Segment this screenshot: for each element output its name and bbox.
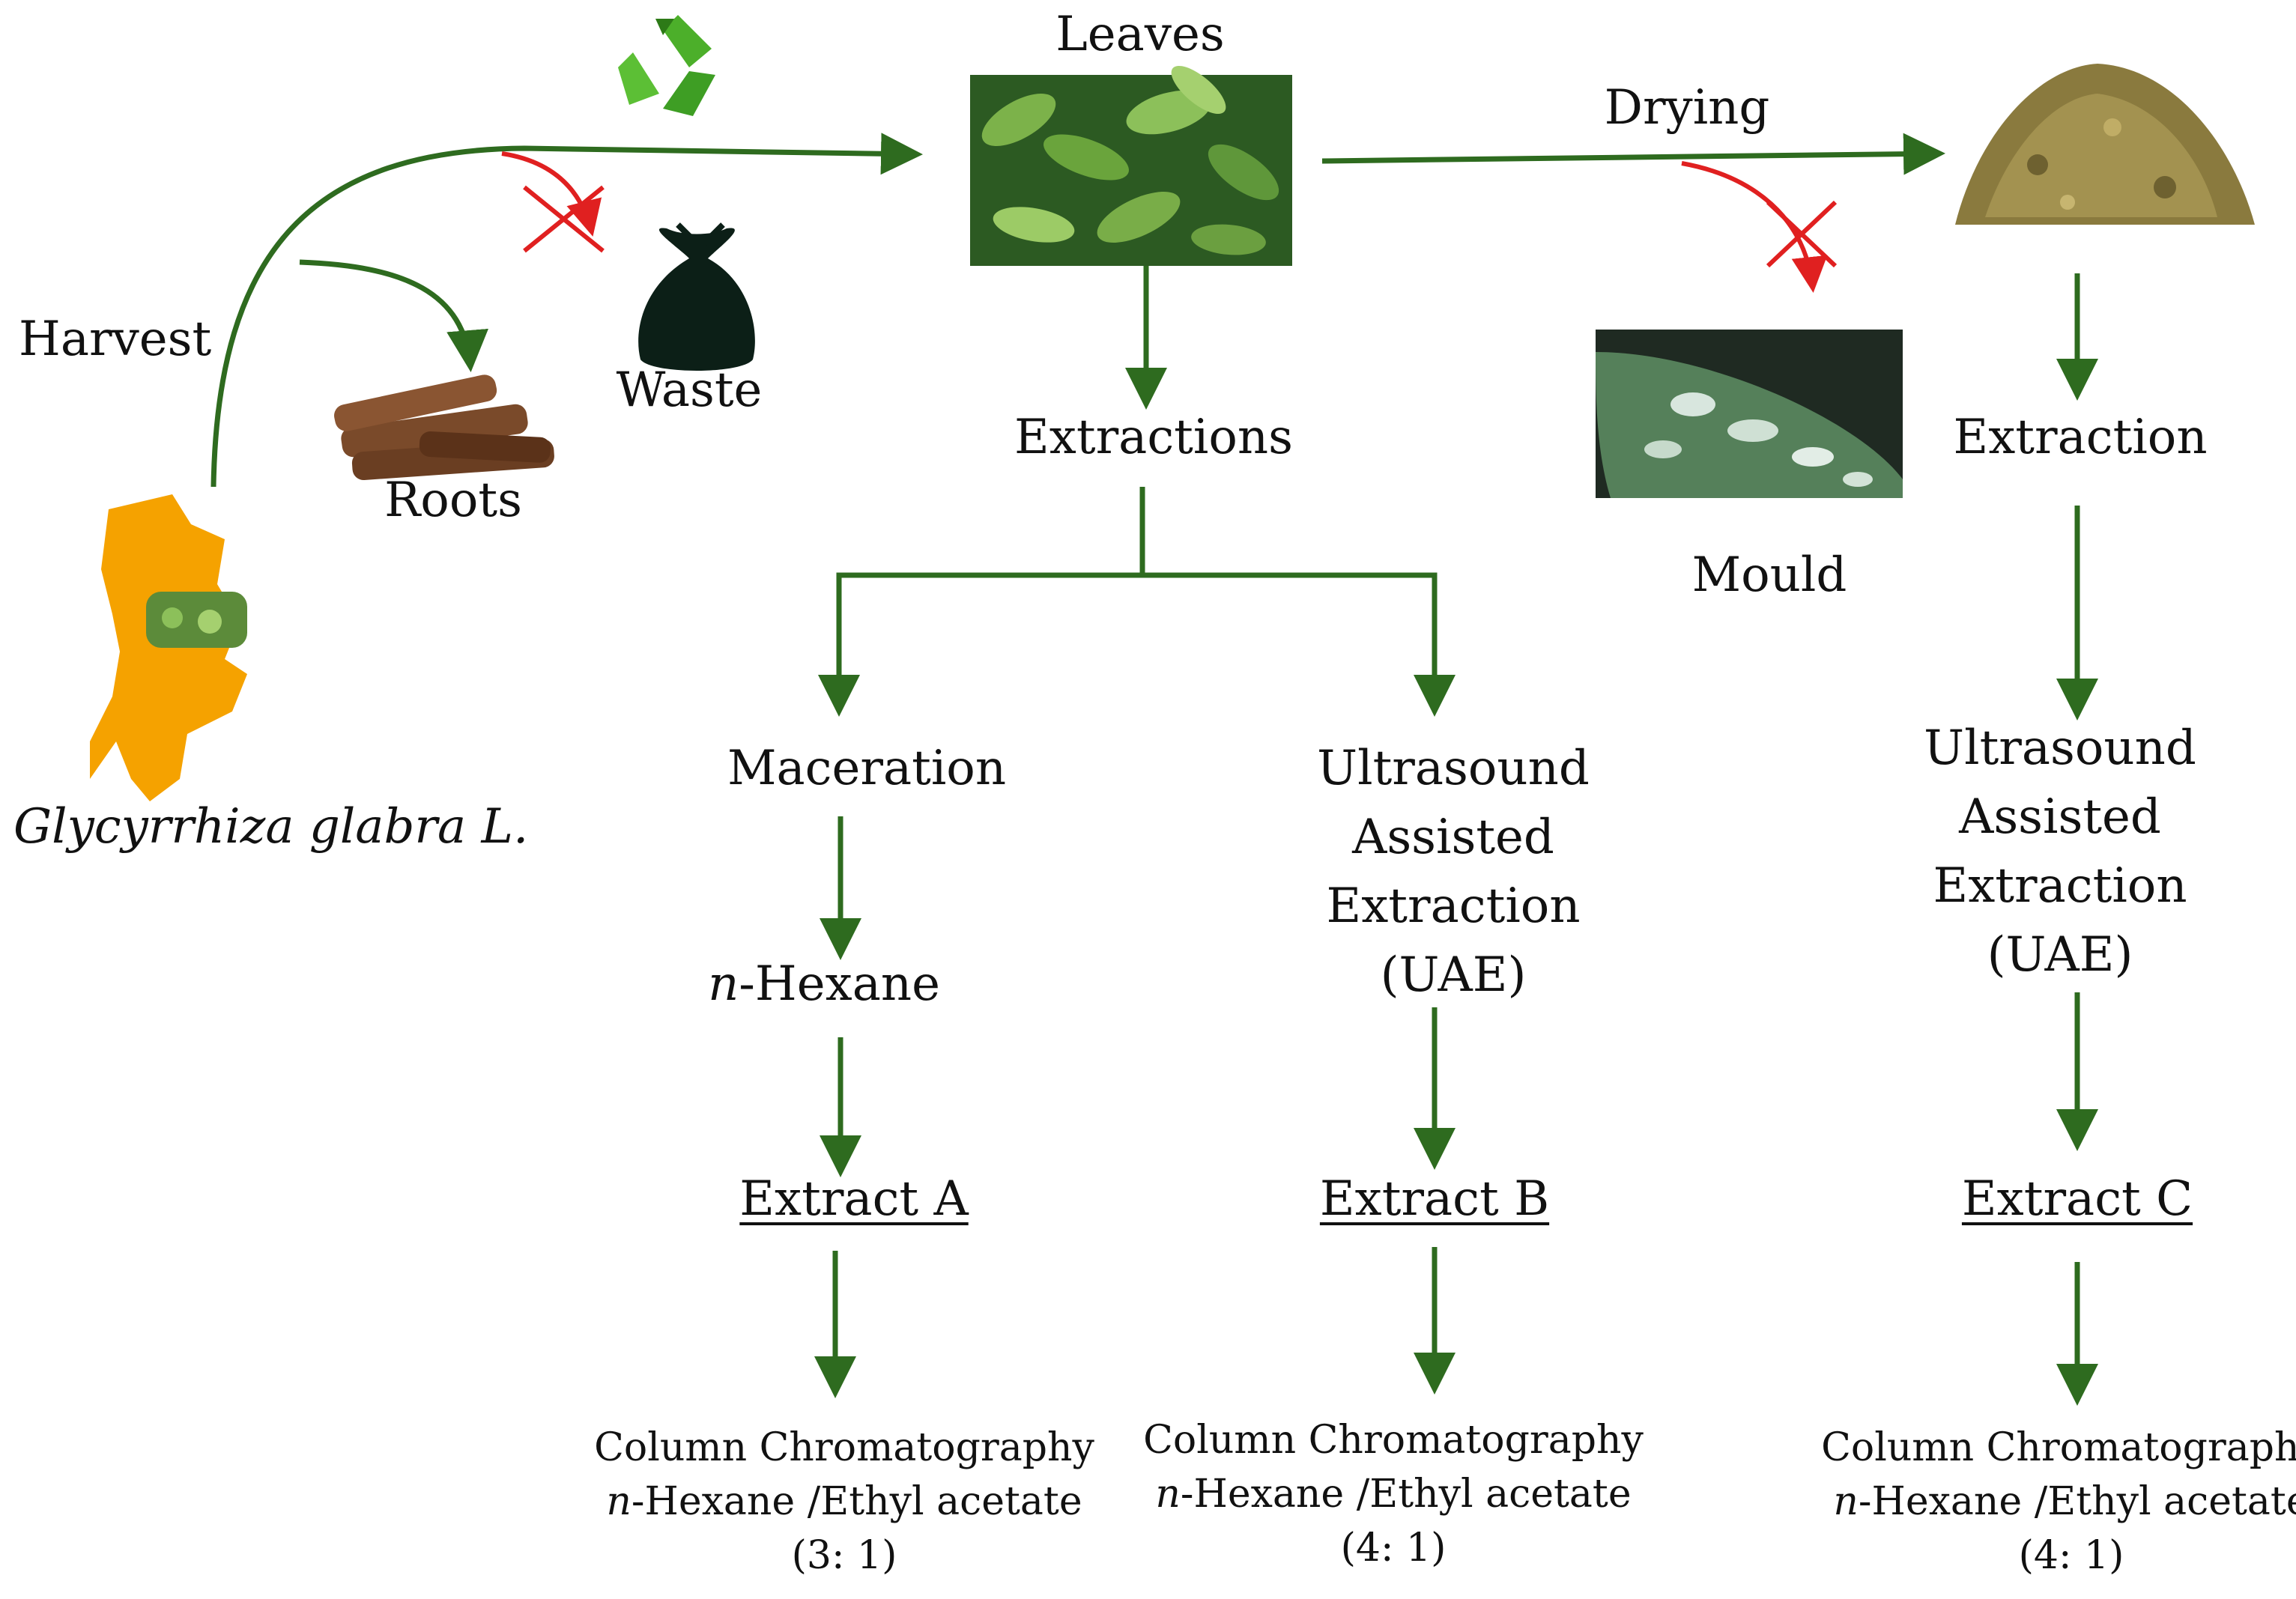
chromatography-a: Column Chromatography n-Hexane /Ethyl ac… bbox=[594, 1421, 1094, 1583]
hexane-label: n-Hexane bbox=[708, 950, 940, 1019]
chromatography-b: Column Chromatography n-Hexane /Ethyl ac… bbox=[1143, 1413, 1644, 1575]
extractions-branch-right bbox=[1142, 572, 1456, 717]
waste-cross-b bbox=[523, 185, 605, 253]
uae-middle-line-1: Ultrasound bbox=[1317, 741, 1590, 796]
dried-leaves-image bbox=[1955, 64, 2255, 225]
leaves-to-dried-arrow bbox=[1321, 133, 1945, 175]
chrom-b-solvent: n-Hexane /Ethyl acetate bbox=[1155, 1472, 1632, 1517]
species-name: Glycyrrhiza glabra bbox=[13, 799, 467, 855]
hexane-text: -Hexane bbox=[739, 956, 940, 1012]
leaves-label: Leaves bbox=[1055, 7, 1225, 62]
extraction-label: Extraction bbox=[1953, 410, 2208, 465]
species-label: Glycyrrhiza glabra L. bbox=[13, 792, 528, 861]
drying-label: Drying bbox=[1604, 80, 1770, 136]
roots-label: Roots bbox=[384, 473, 522, 528]
waste-red-arrow bbox=[501, 151, 602, 237]
mould-cross-b bbox=[1766, 200, 1838, 268]
harvest-to-leaves-arrow bbox=[210, 133, 923, 488]
harvest-to-roots-arrow bbox=[299, 259, 488, 372]
hexane-n: n bbox=[708, 956, 739, 1012]
region-map-image bbox=[90, 494, 247, 801]
leaves-image bbox=[970, 65, 1292, 266]
roots-image bbox=[334, 374, 554, 481]
uae-right-line-4: (UAE) bbox=[1987, 927, 2133, 983]
extract-c-label: Extract C bbox=[1961, 1171, 2193, 1227]
chrom-c-solvent: n-Hexane /Ethyl acetate bbox=[1833, 1479, 2296, 1524]
chrom-c-ratio: (4: 1) bbox=[2018, 1533, 2124, 1578]
mould-label: Mould bbox=[1691, 547, 1847, 603]
uae-middle-line-3: Extraction bbox=[1326, 879, 1581, 934]
rejected-arrows bbox=[501, 151, 1838, 293]
chrom-a-ratio: (3: 1) bbox=[791, 1533, 897, 1578]
chromatography-c: Column Chromatography n-Hexane /Ethyl ac… bbox=[1821, 1421, 2296, 1583]
chrom-c-method: Column Chromatography bbox=[1821, 1425, 2296, 1470]
maceration-label: Maceration bbox=[727, 741, 1007, 796]
recycle-icon bbox=[618, 15, 715, 116]
extractions-branch bbox=[818, 487, 1145, 717]
harvest-label: Harvest bbox=[19, 312, 212, 367]
extract-b-label: Extract B bbox=[1319, 1171, 1550, 1227]
species-suffix: L. bbox=[466, 799, 529, 855]
uae-right-label: Ultrasound Assisted Extraction (UAE) bbox=[1924, 714, 2196, 989]
waste-bag-icon bbox=[638, 222, 755, 371]
extract-a-label: Extract A bbox=[739, 1171, 969, 1227]
chrom-b-ratio: (4: 1) bbox=[1340, 1526, 1447, 1571]
uae-middle-line-4: (UAE) bbox=[1380, 947, 1527, 1003]
mould-leaf-image bbox=[1596, 330, 1903, 498]
chrom-b-method: Column Chromatography bbox=[1143, 1418, 1644, 1463]
waste-label: Waste bbox=[616, 362, 763, 418]
uae-right-line-1: Ultrasound bbox=[1924, 720, 2196, 776]
extractions-label: Extractions bbox=[1014, 410, 1293, 465]
chrom-a-method: Column Chromatography bbox=[594, 1425, 1094, 1470]
chrom-a-solvent: n-Hexane /Ethyl acetate bbox=[606, 1479, 1082, 1524]
uae-right-line-2: Assisted bbox=[1959, 789, 2161, 845]
uae-right-line-3: Extraction bbox=[1933, 858, 2187, 914]
flow-arrows bbox=[210, 133, 2098, 1406]
uae-middle-label: Ultrasound Assisted Extraction (UAE) bbox=[1317, 734, 1590, 1010]
uae-middle-line-2: Assisted bbox=[1352, 810, 1554, 865]
